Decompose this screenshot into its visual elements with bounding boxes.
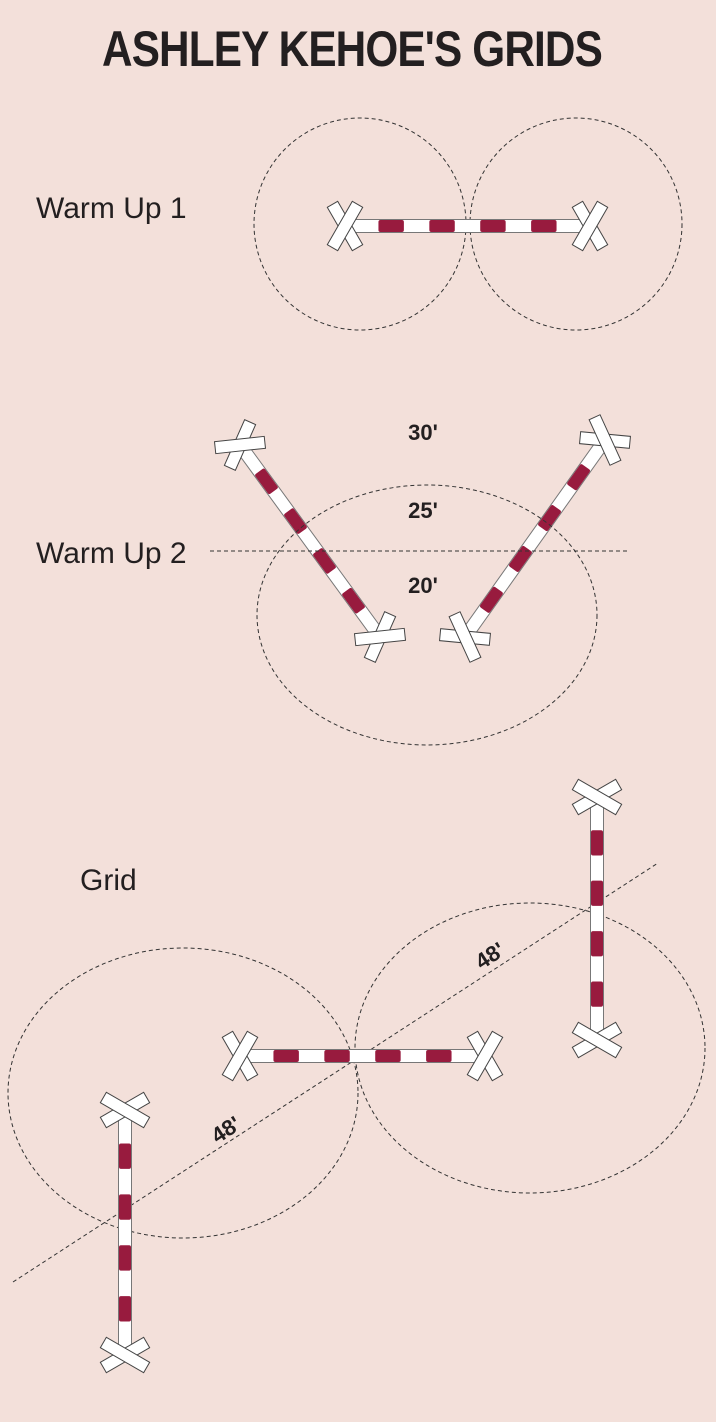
- ground-pole: [571, 778, 623, 1059]
- standard-cross-icon: [99, 1091, 151, 1129]
- distance-label: 48': [471, 937, 510, 974]
- pole-stripe: [509, 546, 532, 572]
- page-title: ASHLEY KEHOE'S GRIDS: [102, 21, 602, 77]
- warm-up-2-label: Warm Up 2: [36, 537, 187, 570]
- pole-stripe: [324, 1050, 350, 1062]
- pole-stripe: [255, 468, 278, 494]
- standard-cross-icon: [571, 200, 609, 252]
- pole-stripe: [591, 981, 603, 1007]
- pole-stripe: [119, 1245, 131, 1271]
- ground-pole: [99, 1091, 151, 1374]
- standard-cross-icon: [213, 419, 267, 471]
- warm-up-1-label: Warm Up 1: [36, 192, 187, 225]
- ellipse-guide: [7, 947, 359, 1239]
- pole-stripe: [313, 548, 336, 574]
- pole-body: [459, 435, 611, 642]
- pole-stripe: [538, 505, 561, 531]
- pole-stripe: [119, 1143, 131, 1169]
- pole-stripe: [591, 880, 603, 906]
- standard-cross-icon: [571, 778, 623, 816]
- pole-stripe: [591, 830, 603, 856]
- standard-cross-icon: [571, 1021, 623, 1059]
- distance-label: 20': [408, 573, 438, 598]
- diagonal-line: [12, 862, 659, 1283]
- distance-label: 30': [408, 420, 438, 445]
- standard-cross-icon: [579, 414, 631, 466]
- pole-stripe: [429, 220, 455, 232]
- ellipse-guide: [256, 484, 598, 746]
- standard-cross-icon: [221, 1030, 259, 1082]
- pole-stripe: [378, 220, 404, 232]
- pole-stripe: [567, 464, 590, 491]
- ground-pole: [326, 200, 609, 252]
- pole-stripe: [119, 1194, 131, 1220]
- pole-stripe: [480, 586, 503, 613]
- ground-pole: [439, 414, 631, 663]
- grid-label: Grid: [80, 864, 137, 897]
- distance-label: 25': [408, 498, 438, 523]
- pole-stripe: [342, 588, 365, 614]
- distance-label: 48': [207, 1111, 246, 1148]
- pole-stripe: [531, 220, 557, 232]
- pole-stripe: [375, 1050, 401, 1062]
- ground-pole: [221, 1030, 504, 1082]
- pole-stripe: [480, 220, 506, 232]
- ground-pole: [213, 419, 407, 663]
- ellipse-guide: [354, 902, 706, 1194]
- standard-cross-icon: [353, 611, 407, 663]
- pole-stripe: [426, 1050, 452, 1062]
- standard-cross-icon: [439, 611, 491, 663]
- standard-cross-icon: [99, 1336, 151, 1374]
- pole-stripe: [591, 931, 603, 957]
- pole-stripe: [119, 1296, 131, 1322]
- pole-stripe: [273, 1050, 299, 1062]
- standard-cross-icon: [466, 1030, 504, 1082]
- standard-cross-icon: [326, 200, 364, 252]
